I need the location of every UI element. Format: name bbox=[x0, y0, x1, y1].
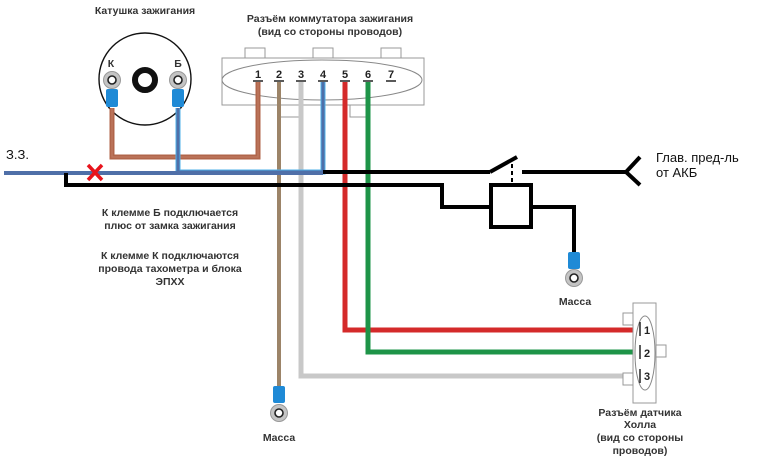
ground-terminal-relay bbox=[565, 252, 583, 287]
commutator-pin-5: 5 bbox=[342, 69, 348, 81]
note1-line1: К клемме Б подключается bbox=[102, 207, 238, 219]
commutator-title-line1: Разъём коммутатора зажигания bbox=[247, 13, 413, 25]
ground-commutator-label: Масса bbox=[263, 432, 296, 444]
coil-terminal-b-label: Б bbox=[174, 58, 182, 70]
hall-title-line2: Холла bbox=[624, 419, 656, 431]
coil-terminal-b bbox=[169, 71, 187, 107]
ground-terminal-commutator bbox=[270, 386, 288, 422]
commutator-pin-4: 4 bbox=[320, 69, 327, 81]
wire-pin3-grey bbox=[298, 82, 640, 379]
hall-pin-2: 2 bbox=[644, 348, 650, 360]
ignition-coil: Катушка зажигания К Б bbox=[95, 5, 195, 126]
coil-center-terminal bbox=[132, 67, 158, 93]
hall-title-line3: (вид со стороны bbox=[597, 432, 684, 444]
hall-sensor-connector: 1 2 3 Разъём датчика Холла (вид со сторо… bbox=[597, 302, 684, 457]
relay-switch-contact bbox=[489, 155, 518, 174]
battery-arrow-icon bbox=[623, 155, 642, 187]
commutator-pin-6: 6 bbox=[365, 69, 371, 81]
battery-label-line2: от АКБ bbox=[656, 165, 697, 180]
hall-title-line4: проводов) bbox=[613, 445, 668, 457]
hall-pin-1: 1 bbox=[644, 325, 650, 337]
hall-pin-3: 3 bbox=[644, 371, 650, 383]
hall-title-line1: Разъём датчика bbox=[598, 407, 681, 419]
note2-line2: провода тахометра и блока bbox=[98, 263, 242, 275]
ground-relay-label: Масса bbox=[559, 296, 592, 308]
commutator-pin-2: 2 bbox=[276, 69, 282, 81]
commutator-pin-3: 3 bbox=[298, 69, 304, 81]
note2-line3: ЭПХХ bbox=[155, 276, 184, 288]
battery-label-line1: Глав. пред-ль bbox=[656, 150, 739, 165]
wires bbox=[4, 82, 647, 390]
note1-line2: плюс от замка зажигания bbox=[104, 220, 235, 232]
commutator-title-line2: (вид со стороны проводов) bbox=[258, 26, 402, 38]
commutator-pin-7: 7 bbox=[388, 69, 394, 81]
relay-circuit bbox=[64, 155, 642, 256]
ignition-switch-label: З.З. bbox=[6, 147, 29, 162]
coil-terminal-k bbox=[103, 71, 121, 107]
coil-body bbox=[98, 32, 192, 126]
coil-terminal-k-label: К bbox=[108, 58, 115, 70]
wire-pin5-red bbox=[342, 82, 647, 333]
commutator-pin-1: 1 bbox=[255, 69, 261, 81]
coil-title: Катушка зажигания bbox=[95, 5, 195, 17]
relay-coil bbox=[489, 183, 533, 229]
cut-mark-icon bbox=[86, 163, 104, 182]
note2-line1: К клемме К подключаются bbox=[101, 250, 239, 262]
